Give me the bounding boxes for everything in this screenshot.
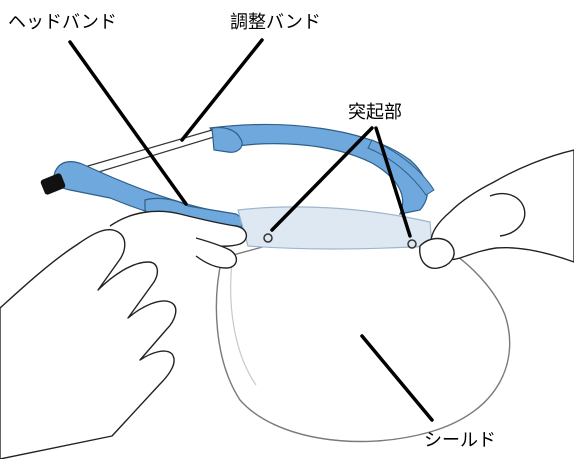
protrusion-right [407, 239, 417, 249]
protrusion-label: 突起部 [348, 102, 402, 123]
leader-headband [68, 40, 188, 206]
adjust-band-label: 調整バンド [230, 12, 321, 33]
shield [215, 244, 511, 443]
leader-protrusion-left [270, 126, 374, 232]
right-hand [419, 149, 574, 269]
leader-lines [68, 38, 434, 422]
leader-adjust-band [180, 38, 264, 142]
leader-shield [360, 334, 434, 422]
shield-label: シールド [424, 430, 496, 451]
headband-label: ヘッドバンド [8, 12, 117, 33]
headband-buckle [40, 173, 66, 195]
protrusion-left [263, 233, 273, 243]
left-hand [0, 210, 247, 459]
leader-protrusion-right [374, 126, 412, 238]
